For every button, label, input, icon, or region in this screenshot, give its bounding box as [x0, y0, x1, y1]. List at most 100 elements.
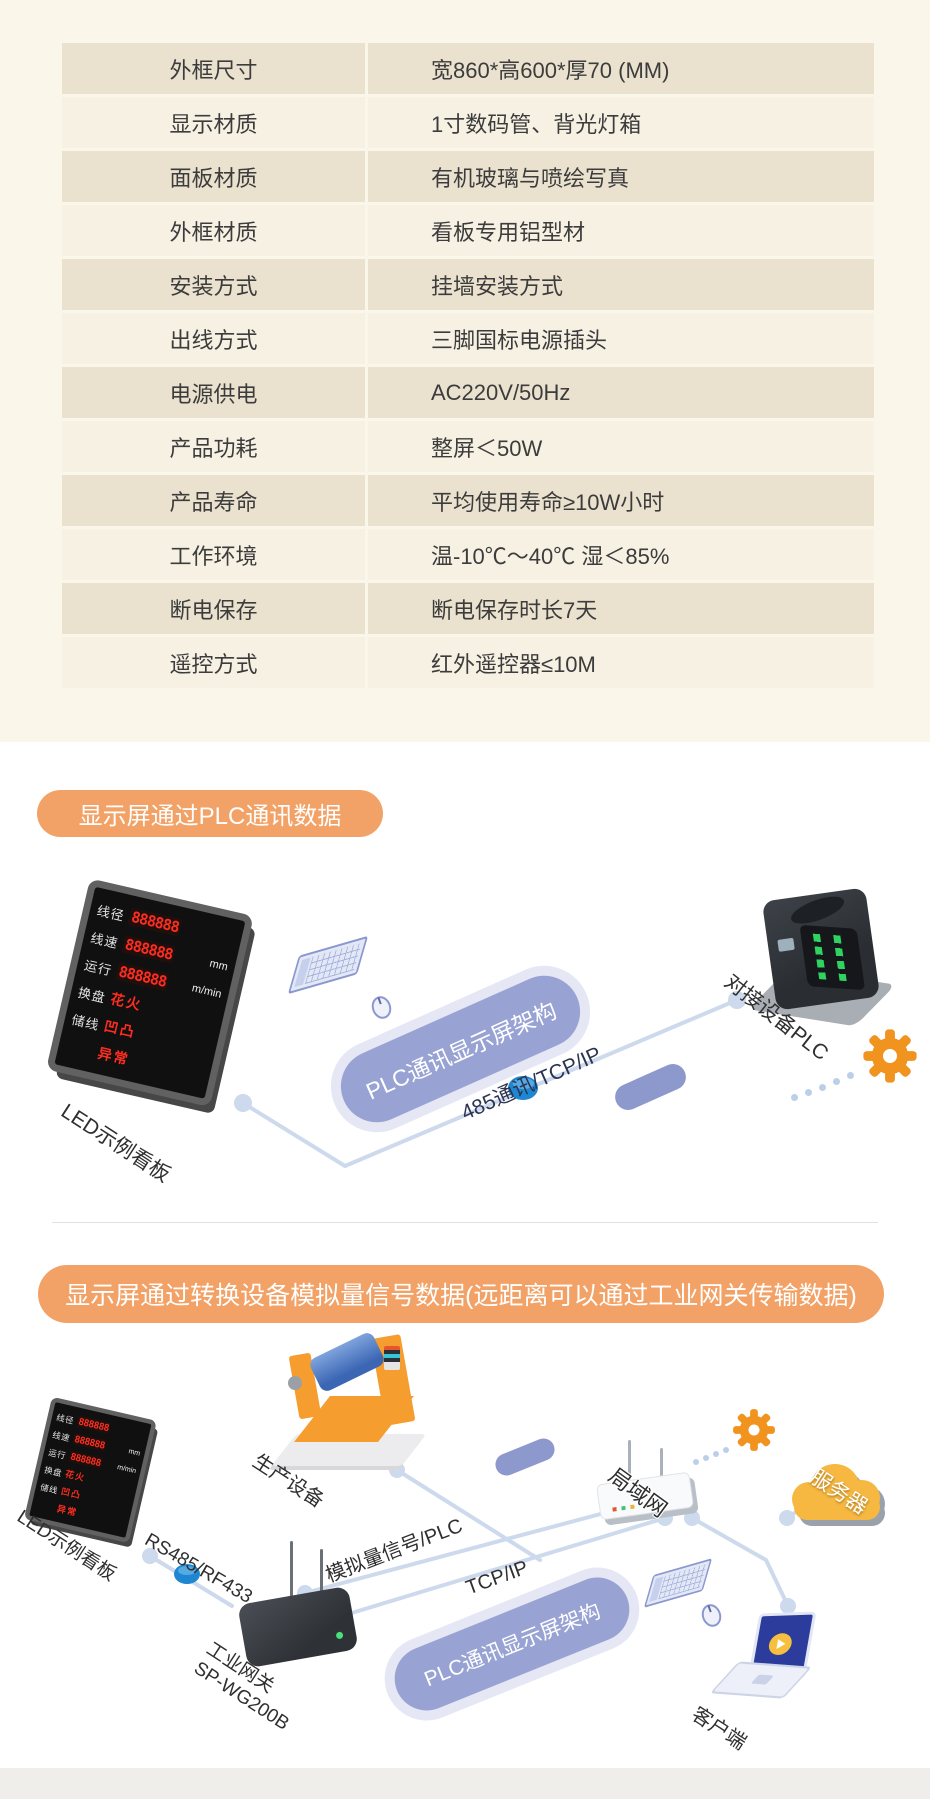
spec-value: 断电保存时长7天 [368, 583, 874, 634]
spec-value: 整屏＜50W [368, 421, 874, 472]
blue-node-icon [174, 1564, 200, 1584]
spec-row: 产品功耗整屏＜50W [62, 421, 874, 472]
cloud-shape [794, 1494, 880, 1520]
arch-pill: PLC通讯显示屏架构 [385, 1567, 639, 1721]
spec-label: 电源供电 [62, 367, 365, 418]
dotted-trail [693, 1459, 699, 1465]
production-machine [271, 1330, 427, 1476]
led-alert-label: 凹凸 [60, 1485, 83, 1501]
led-unit-label: mm [208, 957, 229, 974]
led-row-label: 换盘 [43, 1464, 64, 1478]
antenna-icon [320, 1549, 323, 1605]
led-alert-label: 异常 [56, 1503, 79, 1518]
antenna-icon [628, 1440, 631, 1486]
plc-port [787, 891, 848, 930]
industrial-gateway [237, 1535, 365, 1670]
section2-header-pill: 显示屏通过转换设备模拟量信号数据(远距离可以通过工业网关传输数据) [38, 1265, 884, 1323]
spec-label: 出线方式 [62, 313, 365, 364]
blue-node-icon [508, 1076, 538, 1100]
led-unit-label: m/min [190, 982, 223, 1001]
dotted-trail [847, 1072, 854, 1079]
led-alert-label: 花火 [108, 990, 144, 1014]
led-digits: 888888 [115, 962, 170, 992]
dotted-trail [723, 1447, 729, 1453]
link-dash [610, 1059, 691, 1115]
led-digits: 888888 [121, 934, 177, 965]
spec-value: 温-10℃～40℃ 湿＜85% [368, 529, 874, 580]
led-row-label: 线速 [51, 1429, 72, 1444]
spec-value: AC220V/50Hz [368, 367, 874, 418]
gateway-led [335, 1631, 344, 1640]
keyboard-keys [304, 942, 362, 985]
gateway-body [237, 1585, 359, 1669]
led-unit-label: mm [127, 1447, 141, 1458]
led-board-label: LED示例看板 [56, 1099, 175, 1187]
spec-row: 出线方式三脚国标电源插头 [62, 313, 874, 364]
spec-row: 产品寿命平均使用寿命≥10W小时 [62, 475, 874, 526]
spec-label: 工作环境 [62, 529, 365, 580]
keyboard-keys [658, 1564, 707, 1600]
spec-row: 安装方式挂墙安装方式 [62, 259, 874, 310]
plc-led-panel [799, 924, 866, 991]
dotted-trail [833, 1078, 840, 1085]
led-digits: 888888 [72, 1432, 108, 1452]
spec-value: 三脚国标电源插头 [368, 313, 874, 364]
mouse-icon [698, 1601, 725, 1630]
antenna-icon [660, 1448, 663, 1488]
dotted-trail [805, 1089, 812, 1096]
dotted-trail [791, 1094, 798, 1101]
tcpip-label: TCP/IP [463, 1556, 532, 1600]
plc-screen [777, 937, 795, 952]
led-digits: 888888 [76, 1415, 112, 1435]
dotted-trail [819, 1084, 826, 1091]
led-digits: 888888 [68, 1450, 104, 1470]
spec-value: 有机玻璃与喷绘写真 [368, 151, 874, 202]
led-alert-label: 异常 [96, 1044, 132, 1068]
led-row-label: 运行 [47, 1447, 68, 1461]
spec-label: 安装方式 [62, 259, 365, 310]
client-label: 客户端 [687, 1703, 750, 1755]
spec-value: 挂墙安装方式 [368, 259, 874, 310]
mouse-icon [368, 993, 395, 1022]
led-row-label: 线径 [95, 902, 127, 924]
spec-value: 宽860*高600*厚70 (MM) [368, 43, 874, 94]
section1-header-pill: 显示屏通过PLC通讯数据 [37, 790, 383, 837]
spec-row: 工作环境温-10℃～40℃ 湿＜85% [62, 529, 874, 580]
arch-pill-text: PLC通讯显示屏架构 [421, 1599, 604, 1692]
led-row-label [66, 1045, 93, 1051]
machine-roll [307, 1330, 387, 1394]
led-digits: 888888 [127, 907, 183, 937]
footer-band [0, 1768, 930, 1799]
server-cloud: 服务器 [792, 1462, 888, 1542]
rs485-label: RS485/RF433 [141, 1529, 256, 1608]
spec-label: 外框材质 [62, 205, 365, 256]
spec-label: 显示材质 [62, 97, 365, 148]
machine-control-panel [384, 1346, 400, 1370]
section2-header-text: 显示屏通过转换设备模拟量信号数据(远距离可以通过工业网关传输数据) [65, 1282, 857, 1310]
led-alert-label: 花火 [64, 1468, 87, 1483]
led-unit-label: m/min [116, 1463, 137, 1476]
dotted-trail [703, 1455, 709, 1461]
keyboard-icon [287, 935, 369, 995]
spec-label: 遥控方式 [62, 637, 365, 688]
led-row-label [37, 1504, 54, 1508]
lan-router [595, 1440, 698, 1525]
led-row-label: 运行 [82, 957, 114, 978]
spec-value: 平均使用寿命≥10W小时 [368, 475, 874, 526]
spec-row: 外框尺寸宽860*高600*厚70 (MM) [62, 43, 874, 94]
laptop-touchpad [750, 1674, 774, 1685]
led-alert-label: 凹凸 [102, 1017, 138, 1041]
spec-row: 面板材质有机玻璃与喷绘写真 [62, 151, 874, 202]
spec-value: 看板专用铝型材 [368, 205, 874, 256]
keyboard-icon [643, 1558, 713, 1608]
gear-icon [732, 1408, 776, 1452]
led-row-label: 线径 [55, 1412, 76, 1426]
led-row-label: 储线 [70, 1011, 102, 1033]
spec-value: 红外遥控器≤10M [368, 637, 874, 688]
antenna-icon [290, 1541, 293, 1603]
